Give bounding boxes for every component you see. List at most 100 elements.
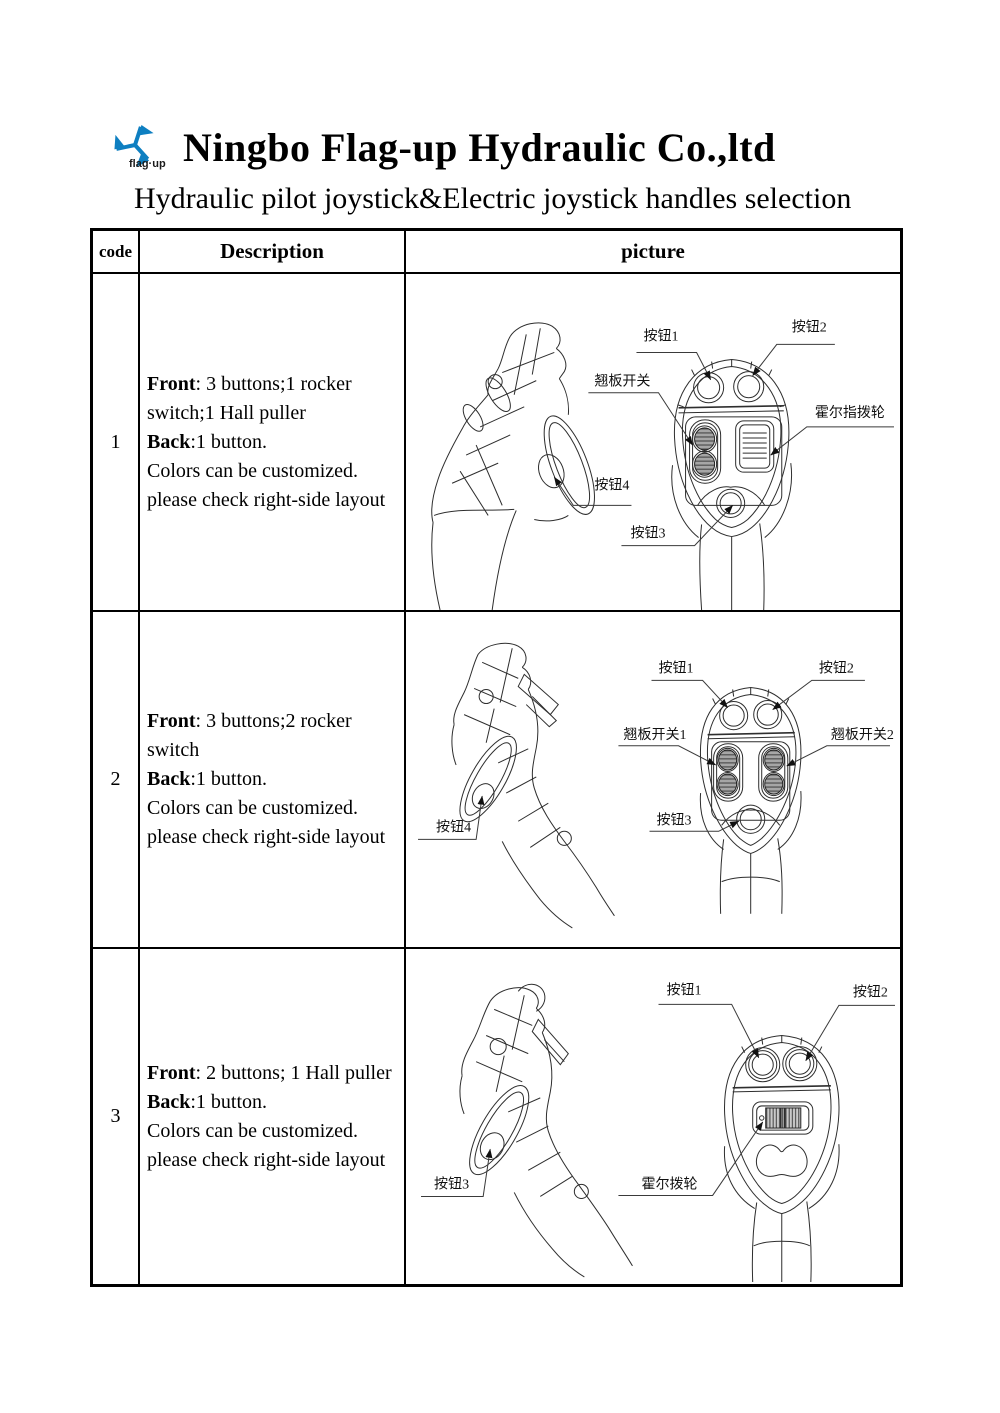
front-text: : 3 buttons;2 rocker switch	[147, 710, 352, 761]
row3-front-line: Front: 2 buttons; 1 Hall puller	[147, 1059, 398, 1088]
joystick-side-view	[459, 983, 633, 1278]
company-title: Ningbo Flag-up Hydraulic Co.,ltd	[183, 125, 776, 170]
row1-picture: 按钮1 按钮2 翘板开关 霍尔指拨轮 按钮4 按钮3	[406, 274, 900, 612]
leader-btn2	[805, 1004, 895, 1062]
joystick-front-view	[723, 1035, 840, 1283]
leader-btn3	[421, 1148, 493, 1197]
row1-front-line: Front: 3 buttons;1 rocker switch;1 Hall …	[147, 370, 398, 428]
leader-rocker	[588, 392, 693, 446]
joystick-front-view	[699, 686, 802, 914]
column-header-description: Description	[140, 231, 406, 274]
row3-code: 3	[93, 949, 140, 1284]
annotation-btn1: 按钮1	[659, 660, 694, 676]
row2-picture: 按钮1 按钮2 翘板开关1 翘板开关2 按钮3 按钮4	[406, 612, 900, 949]
leader-btn1	[636, 351, 712, 381]
front-label: Front	[147, 710, 196, 732]
row2-code: 2	[93, 612, 140, 949]
leader-btn3	[621, 505, 734, 547]
hall-wheel	[735, 420, 775, 473]
annotation-btn4: 按钮4	[436, 819, 471, 835]
front-button3	[736, 804, 766, 834]
front-button2	[733, 371, 765, 403]
row3-picture: 按钮1 按钮2 霍尔拨轮 按钮3	[406, 949, 900, 1284]
back-text: :1 button.	[190, 430, 268, 453]
annotation-rocker2: 翘板开关2	[831, 727, 894, 743]
annotation-rocker: 翘板开关	[594, 374, 650, 390]
annotation-hall: 霍尔指拨轮	[815, 405, 885, 421]
annotation-btn3: 按钮3	[630, 526, 665, 542]
front-text: : 2 buttons; 1 Hall puller	[195, 1061, 392, 1084]
annotation-btn1: 按钮1	[667, 982, 702, 998]
side-back-button	[479, 1132, 505, 1161]
rocker-switch-1	[713, 743, 744, 802]
row3-description: Front: 2 buttons; 1 Hall puller Back:1 b…	[140, 949, 406, 1284]
annotation-btn2: 按钮2	[819, 660, 854, 676]
annotations: 按钮1 按钮2 翘板开关1 翘板开关2 按钮3 按钮4	[418, 660, 894, 840]
leader-btn2	[772, 679, 865, 710]
leader-btn4	[553, 476, 632, 506]
back-label: Back	[147, 430, 191, 453]
company-logo: flag·up	[109, 119, 171, 177]
row3-drawing: 按钮1 按钮2 霍尔拨轮 按钮3	[421, 982, 895, 1283]
column-header-picture: picture	[406, 231, 900, 274]
row3-note2: please check right-side layout	[147, 1148, 386, 1171]
annotation-btn4: 按钮4	[594, 477, 629, 493]
row3-back-line: Back:1 button.	[147, 1088, 398, 1117]
page-subtitle: Hydraulic pilot joystick&Electric joysti…	[134, 182, 852, 215]
leader-hall	[618, 1121, 764, 1196]
joystick-side-view	[451, 642, 615, 929]
row2-front-line: Front: 3 buttons;2 rocker switch	[147, 707, 398, 765]
leader-btn1	[651, 679, 729, 708]
annotation-btn2: 按钮2	[792, 319, 827, 335]
back-text: :1 button.	[190, 1090, 268, 1113]
front-button1	[719, 701, 749, 731]
side-back-button	[538, 454, 565, 489]
annotation-btn2: 按钮2	[853, 984, 888, 1000]
leader-btn2	[752, 343, 835, 377]
front-button2	[753, 700, 783, 730]
front-text: : 3 buttons;1 rocker switch;1 Hall pulle…	[147, 372, 352, 424]
pinwheel-flags-icon	[114, 125, 154, 168]
row2-note1: Colors can be customized.	[147, 797, 359, 819]
back-label: Back	[147, 768, 191, 790]
hall-wheel	[752, 1101, 814, 1135]
row2-note2: please check right-side layout	[147, 826, 386, 848]
leader-rocker1	[618, 745, 717, 766]
leader-btn3	[649, 820, 740, 832]
front-label: Front	[147, 1061, 196, 1084]
front-button2	[785, 1049, 815, 1079]
back-label: Back	[147, 1090, 191, 1113]
rocker-switch	[689, 419, 722, 484]
leader-btn4	[418, 795, 485, 840]
rocker-switch-2	[758, 743, 789, 802]
row2-back-line: Back:1 button.	[147, 765, 398, 794]
row1-code: 1	[93, 274, 140, 612]
joystick-front-view	[671, 359, 793, 610]
row1-note1: Colors can be customized.	[147, 459, 359, 482]
row2-description: Front: 3 buttons;2 rocker switch Back:1 …	[140, 612, 406, 949]
logo-text: flag·up	[129, 158, 166, 170]
row1-note2: please check right-side layout	[147, 488, 386, 511]
leader-hall	[770, 426, 894, 456]
annotation-btn1: 按钮1	[643, 328, 678, 344]
annotation-rocker1: 翘板开关1	[623, 727, 686, 743]
annotation-hall: 霍尔拨轮	[641, 1176, 697, 1192]
annotation-btn3: 按钮3	[434, 1176, 469, 1192]
front-button3	[716, 488, 746, 518]
annotations: 按钮1 按钮2 翘板开关 霍尔指拨轮 按钮4 按钮3	[553, 319, 894, 547]
front-label: Front	[147, 372, 196, 395]
row1-description: Front: 3 buttons;1 rocker switch;1 Hall …	[140, 274, 406, 612]
row1-drawing: 按钮1 按钮2 翘板开关 霍尔指拨轮 按钮4 按钮3	[431, 319, 894, 610]
annotation-btn3: 按钮3	[657, 812, 692, 828]
front-button1	[748, 1050, 778, 1080]
selection-table: code Description picture 1 Front: 3 butt…	[90, 228, 903, 1287]
leader-btn1	[658, 1003, 760, 1059]
side-back-button	[471, 783, 495, 809]
back-text: :1 button.	[190, 768, 268, 790]
leader-rocker2	[786, 745, 890, 767]
annotations: 按钮1 按钮2 霍尔拨轮 按钮3	[421, 982, 895, 1197]
row3-note1: Colors can be customized.	[147, 1119, 359, 1142]
joystick-side-view	[431, 322, 595, 610]
row1-back-line: Back:1 button.	[147, 428, 398, 457]
